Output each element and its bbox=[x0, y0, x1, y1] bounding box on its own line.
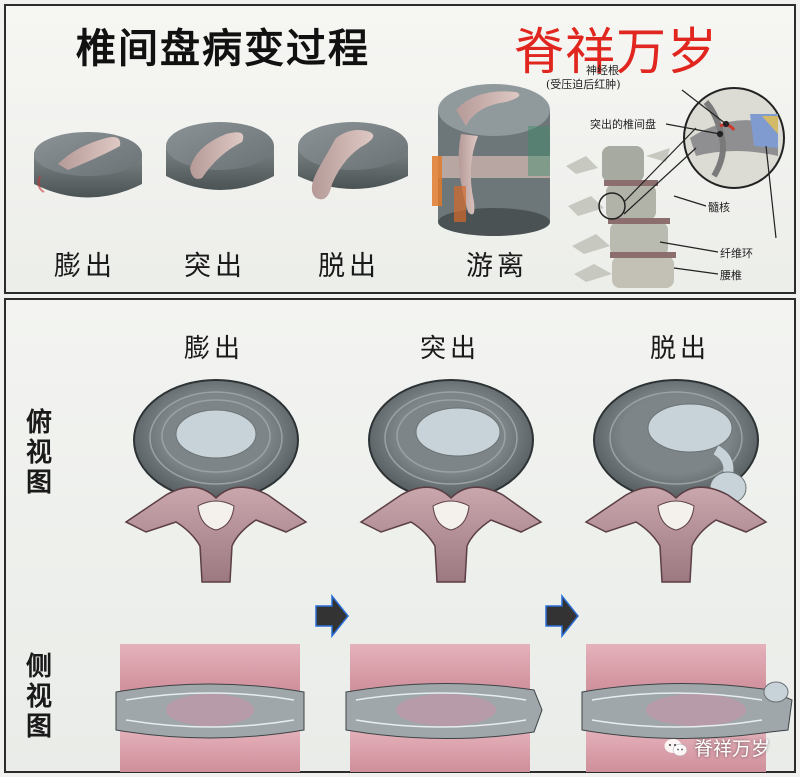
vertebra-illustrations bbox=[6, 300, 798, 775]
disc-stage-illustrations bbox=[6, 6, 798, 296]
top-view-extrusion bbox=[586, 380, 766, 582]
top-stage-label-bulging: 膨出 bbox=[54, 244, 116, 283]
side-view-protrusion bbox=[346, 644, 542, 772]
bottom-panel: 膨出 突出 脱出 俯 视 图 侧 视 图 bbox=[4, 298, 796, 773]
wechat-icon bbox=[664, 738, 688, 758]
top-stage-label-extrusion: 脱出 bbox=[318, 244, 380, 283]
arrow-icon bbox=[316, 596, 348, 636]
disc-bulging-illustration bbox=[34, 132, 142, 198]
wechat-watermark: 脊祥万岁 bbox=[664, 734, 770, 761]
top-stage-label-protrusion: 突出 bbox=[184, 244, 246, 283]
annotation-nerve-root-note: (受压迫后红肿) bbox=[546, 76, 621, 92]
annotation-lumbar: 腰椎 bbox=[720, 267, 742, 283]
annotation-herniated-disc: 突出的椎间盘 bbox=[590, 116, 656, 132]
top-stage-label-sequestration: 游离 bbox=[466, 244, 528, 283]
annotation-spinal-cord: 髓核 bbox=[708, 199, 730, 215]
disc-extrusion-illustration bbox=[298, 122, 408, 199]
top-view-protrusion bbox=[361, 380, 541, 582]
disc-protrusion-illustration bbox=[166, 122, 274, 190]
arrow-icon bbox=[546, 596, 578, 636]
annotation-annulus: 纤维环 bbox=[720, 245, 753, 261]
wechat-account-name: 脊祥万岁 bbox=[694, 734, 770, 761]
disc-sequestration-illustration bbox=[432, 84, 550, 236]
side-view-bulging bbox=[116, 644, 304, 772]
top-view-bulging bbox=[126, 380, 306, 582]
top-panel: 椎间盘病变过程 脊祥万岁 bbox=[4, 4, 796, 294]
